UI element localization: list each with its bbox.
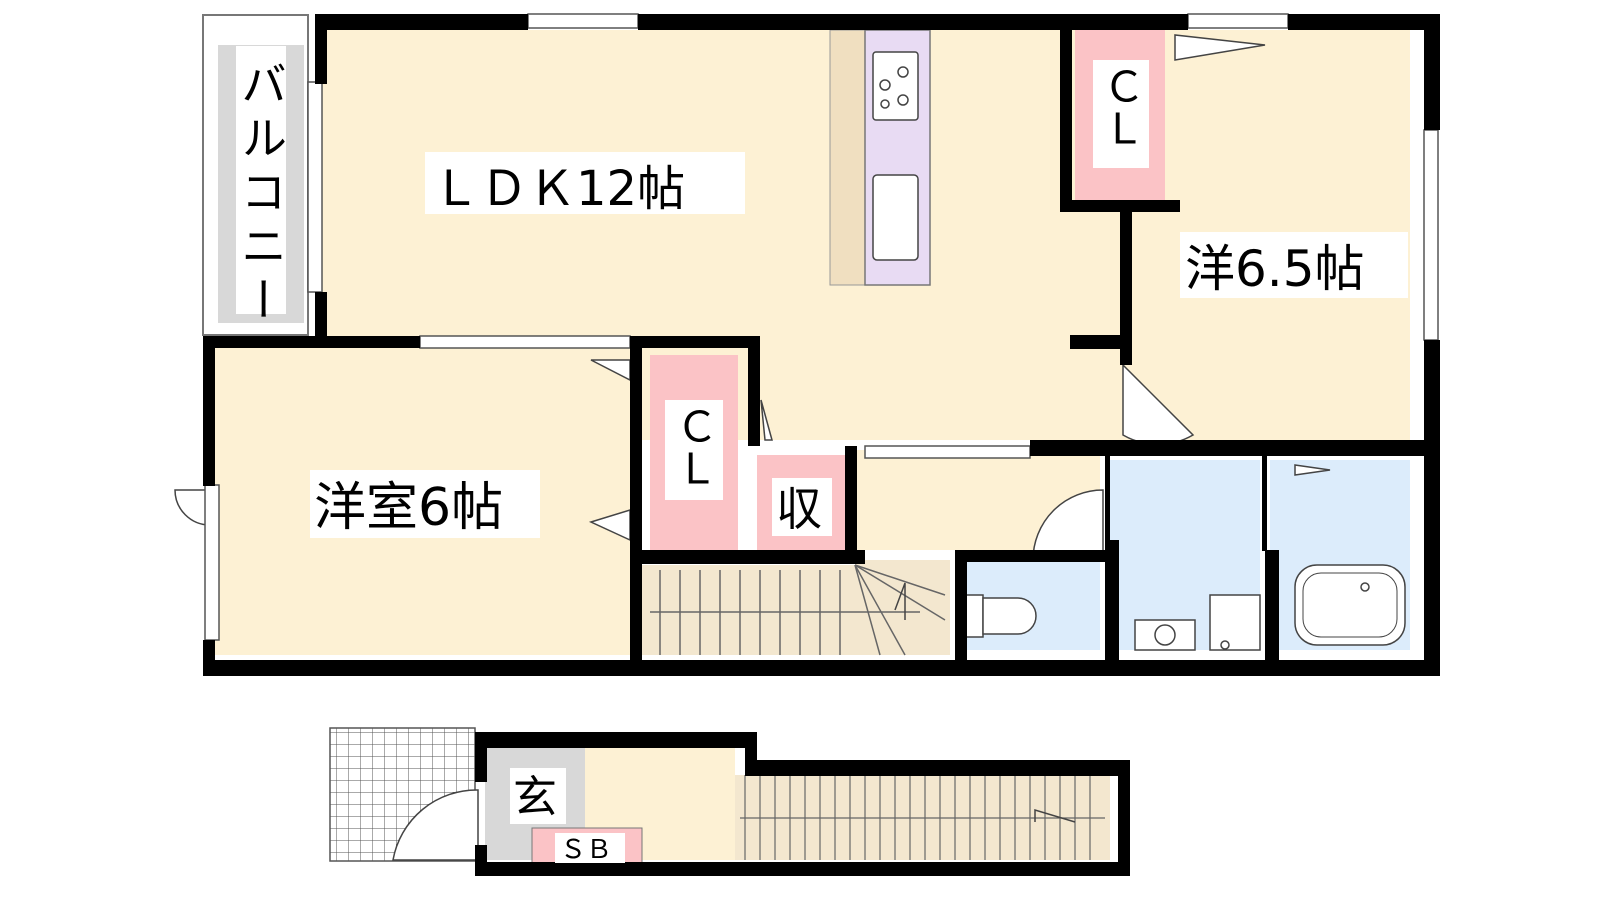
entrance-label: 玄 (513, 772, 557, 823)
bathtub-icon (1294, 564, 1406, 646)
windows (204, 13, 1439, 641)
washbasin-icon (1134, 594, 1261, 651)
ldk-label: ＬＤＫ12帖 (432, 161, 685, 217)
shoe-box-label: ＳＢ (560, 835, 612, 865)
entrance-door (392, 789, 479, 861)
toilet-icon (964, 594, 1037, 638)
storage-label: 収 (776, 482, 822, 536)
sink-icon (872, 174, 919, 261)
stairs-upper (642, 560, 950, 656)
stove-icon (872, 51, 919, 121)
balcony (202, 14, 309, 336)
kitchen (829, 29, 931, 286)
closet-a-label: ＣＬ (1097, 65, 1146, 149)
walls (203, 14, 1440, 676)
balcony-label: バルコニー (234, 60, 288, 330)
doors (174, 34, 1331, 561)
western-room-a-label: 洋6.5帖 (1185, 240, 1365, 298)
lower-floor (329, 727, 1130, 876)
western-room-b-label: 洋室6帖 (314, 478, 503, 538)
closet-b-label: ＣＬ (670, 405, 719, 489)
